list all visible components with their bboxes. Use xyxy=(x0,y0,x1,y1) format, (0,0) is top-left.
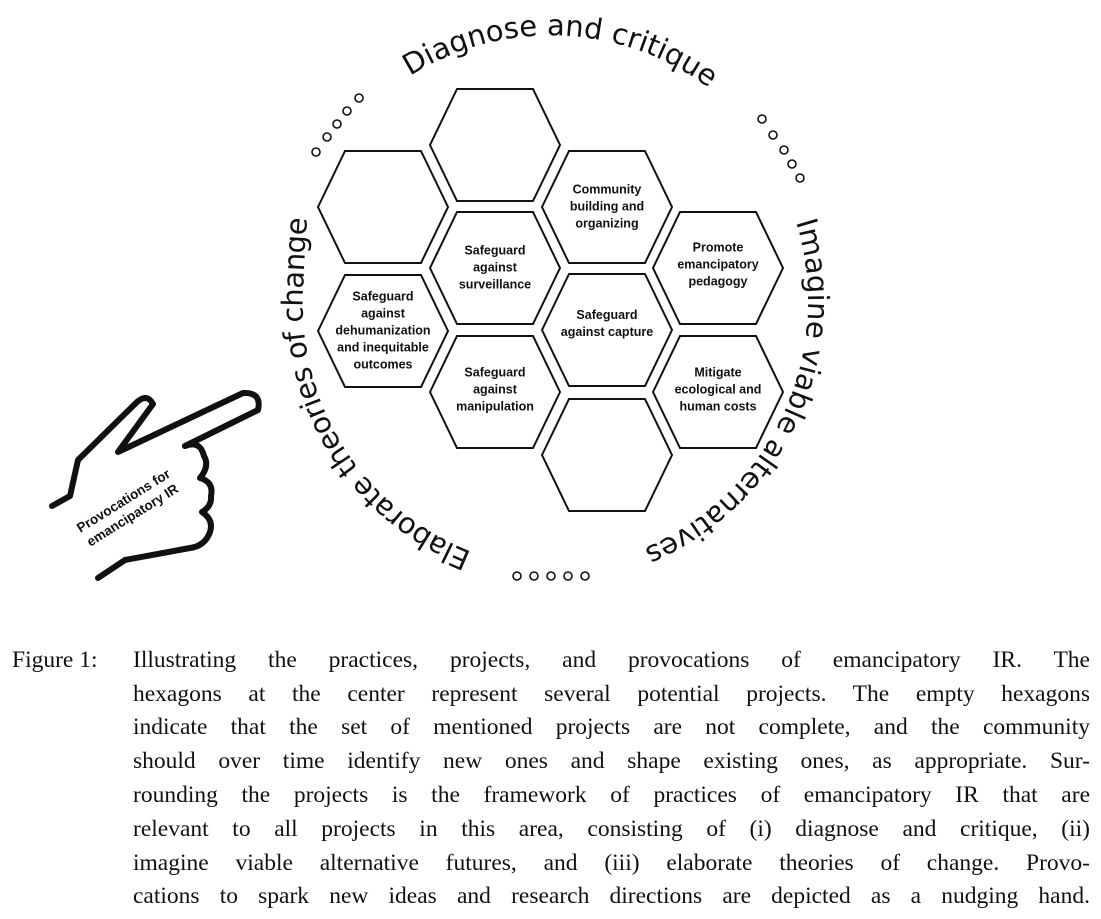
caption-line: rounding the projects is the framework o… xyxy=(133,782,1090,808)
caption-label: Figure 1: xyxy=(12,647,98,673)
caption-line: should over time identify new ones and s… xyxy=(133,748,1090,774)
project-capture: Safeguard against capture xyxy=(560,308,654,339)
project-surveillance: Safeguard against surveillance xyxy=(458,243,532,292)
nudging-hand-icon xyxy=(49,389,262,581)
caption-line: imagine viable alternative futures, and … xyxy=(133,850,1090,876)
hexagon-empty xyxy=(428,88,562,202)
caption-line: cations to spark new ideas and research … xyxy=(133,883,1090,909)
hexagon-dehumanization xyxy=(316,274,450,388)
hexagon-empty xyxy=(316,150,450,264)
dots-top-right xyxy=(757,114,805,183)
practice-diagnose-label: Diagnose and critique xyxy=(396,8,724,93)
diagram-canvas: Diagnose and critique Imagine viable alt… xyxy=(49,8,835,581)
figure-diagram: Diagnose and critique Imagine viable alt… xyxy=(49,8,835,581)
hexagon-manipulation xyxy=(428,335,562,449)
caption-line: Illustrating the practices, projects, an… xyxy=(133,647,1090,673)
hexagon-capture xyxy=(540,273,674,387)
hexagon-surveillance xyxy=(428,211,562,325)
project-community: Community building and organizing xyxy=(569,182,645,231)
project-pedagogy: Promote emancipatory pedagogy xyxy=(677,240,759,289)
caption-line: relevant to all projects in this area, c… xyxy=(133,816,1090,842)
hexagon-pedagogy xyxy=(651,211,785,325)
project-dehumanization: Safeguard against dehumanization and ine… xyxy=(335,289,431,372)
hexagon-community xyxy=(540,150,674,264)
project-manipulation: Safeguard against manipulation xyxy=(456,365,534,414)
hexagon-empty xyxy=(540,398,674,512)
dots-bottom xyxy=(512,571,590,581)
dots-top-left xyxy=(311,93,364,157)
caption-line: indicate that the set of mentioned proje… xyxy=(133,714,1090,740)
project-ecological: Mitigate ecological and human costs xyxy=(674,365,762,414)
hexagon-ecological xyxy=(651,335,785,449)
caption-line: hexagons at the center represent several… xyxy=(133,681,1090,707)
hand-label: Provocations for emancipatory IR xyxy=(74,466,181,550)
